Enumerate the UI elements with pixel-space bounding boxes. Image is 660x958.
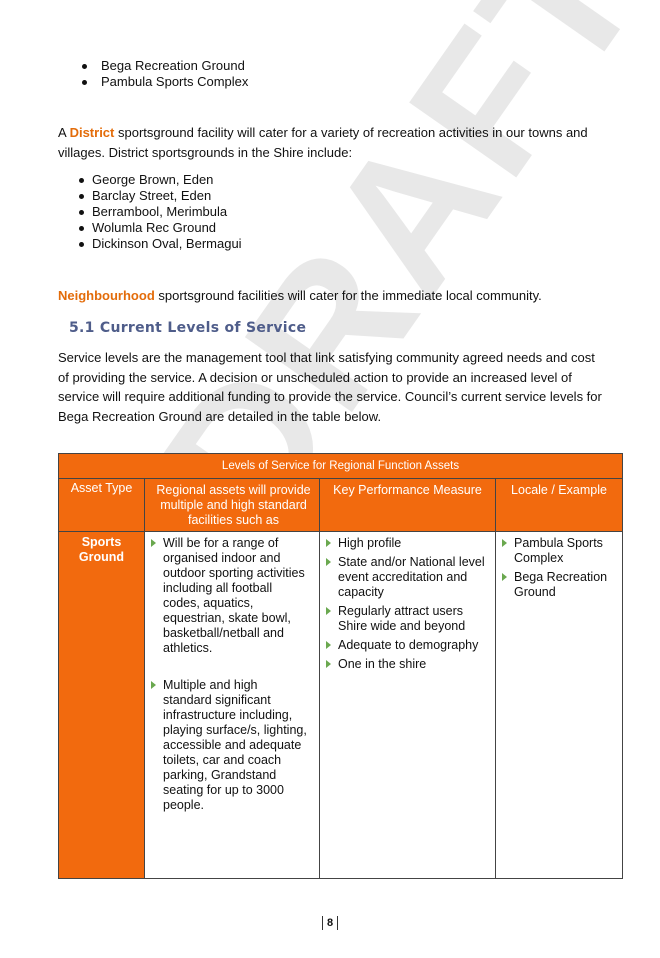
list-item: Bega Recreation Ground: [499, 570, 617, 600]
district-paragraph: A District sportsground facility will ca…: [58, 125, 588, 160]
arrow-bullet-icon: [502, 539, 507, 547]
locale-cell: Pambula Sports Complex Bega Recreation G…: [499, 536, 617, 604]
list-item: State and/or National level event accred…: [323, 555, 491, 600]
kpi-cell: High profile State and/or National level…: [323, 536, 491, 676]
bullet-icon: [79, 210, 84, 215]
page-number: 8: [322, 916, 339, 930]
bullet-icon: [79, 194, 84, 199]
list-item: Pambula Sports Complex: [499, 536, 617, 566]
neighbourhood-paragraph: Neighbourhood sportsground facilities wi…: [58, 288, 542, 303]
column-divider: [144, 479, 145, 878]
header-asset-type: Asset Type: [59, 479, 144, 531]
arrow-bullet-icon: [151, 539, 156, 547]
bullet-icon: [79, 178, 84, 183]
column-divider: [319, 479, 320, 878]
neighbourhood-highlight: Neighbourhood: [58, 288, 155, 303]
district-grounds-list: George Brown, Eden Barclay Street, Eden …: [78, 172, 242, 252]
regional-grounds-list: Bega Recreation Ground Pambula Sports Co…: [80, 58, 248, 90]
bullet-icon: [79, 226, 84, 231]
section-body: Service levels are the management tool t…: [58, 350, 602, 424]
list-item: One in the shire: [323, 657, 491, 672]
arrow-bullet-icon: [502, 573, 507, 581]
row-divider: [59, 531, 622, 532]
arrow-bullet-icon: [326, 539, 331, 547]
arrow-bullet-icon: [326, 607, 331, 615]
arrow-bullet-icon: [326, 558, 331, 566]
list-item: Berrambool, Merimbula: [78, 204, 242, 220]
arrow-bullet-icon: [326, 641, 331, 649]
list-item: Dickinson Oval, Bermagui: [78, 236, 242, 252]
bullet-icon: [82, 64, 87, 69]
levels-of-service-table: Levels of Service for Regional Function …: [58, 453, 623, 879]
arrow-bullet-icon: [151, 681, 156, 689]
list-item: High profile: [323, 536, 491, 551]
table-title: Levels of Service for Regional Function …: [59, 454, 622, 479]
list-item: Will be for a range of organised indoor …: [148, 536, 308, 656]
column-divider: [495, 479, 496, 878]
list-item: Adequate to demography: [323, 638, 491, 653]
list-item: Regularly attract users Shire wide and b…: [323, 604, 491, 634]
list-item: Multiple and high standard significant i…: [148, 678, 308, 813]
header-kpi: Key Performance Measure: [320, 479, 495, 531]
regional-assets-cell: Will be for a range of organised indoor …: [148, 536, 308, 813]
list-item: Barclay Street, Eden: [78, 188, 242, 204]
district-highlight: District: [69, 125, 115, 140]
header-locale: Locale / Example: [496, 479, 622, 531]
bullet-icon: [82, 80, 87, 85]
list-item: Bega Recreation Ground: [80, 58, 248, 74]
arrow-bullet-icon: [326, 660, 331, 668]
row-label-sports-ground: Sports Ground: [59, 532, 144, 878]
section-heading: 5.1 Current Levels of Service: [69, 320, 307, 336]
bullet-icon: [79, 242, 84, 247]
list-item: Wolumla Rec Ground: [78, 220, 242, 236]
list-item: Pambula Sports Complex: [80, 74, 248, 90]
list-item: George Brown, Eden: [78, 172, 242, 188]
header-regional-assets: Regional assets will provide multiple an…: [145, 479, 319, 531]
